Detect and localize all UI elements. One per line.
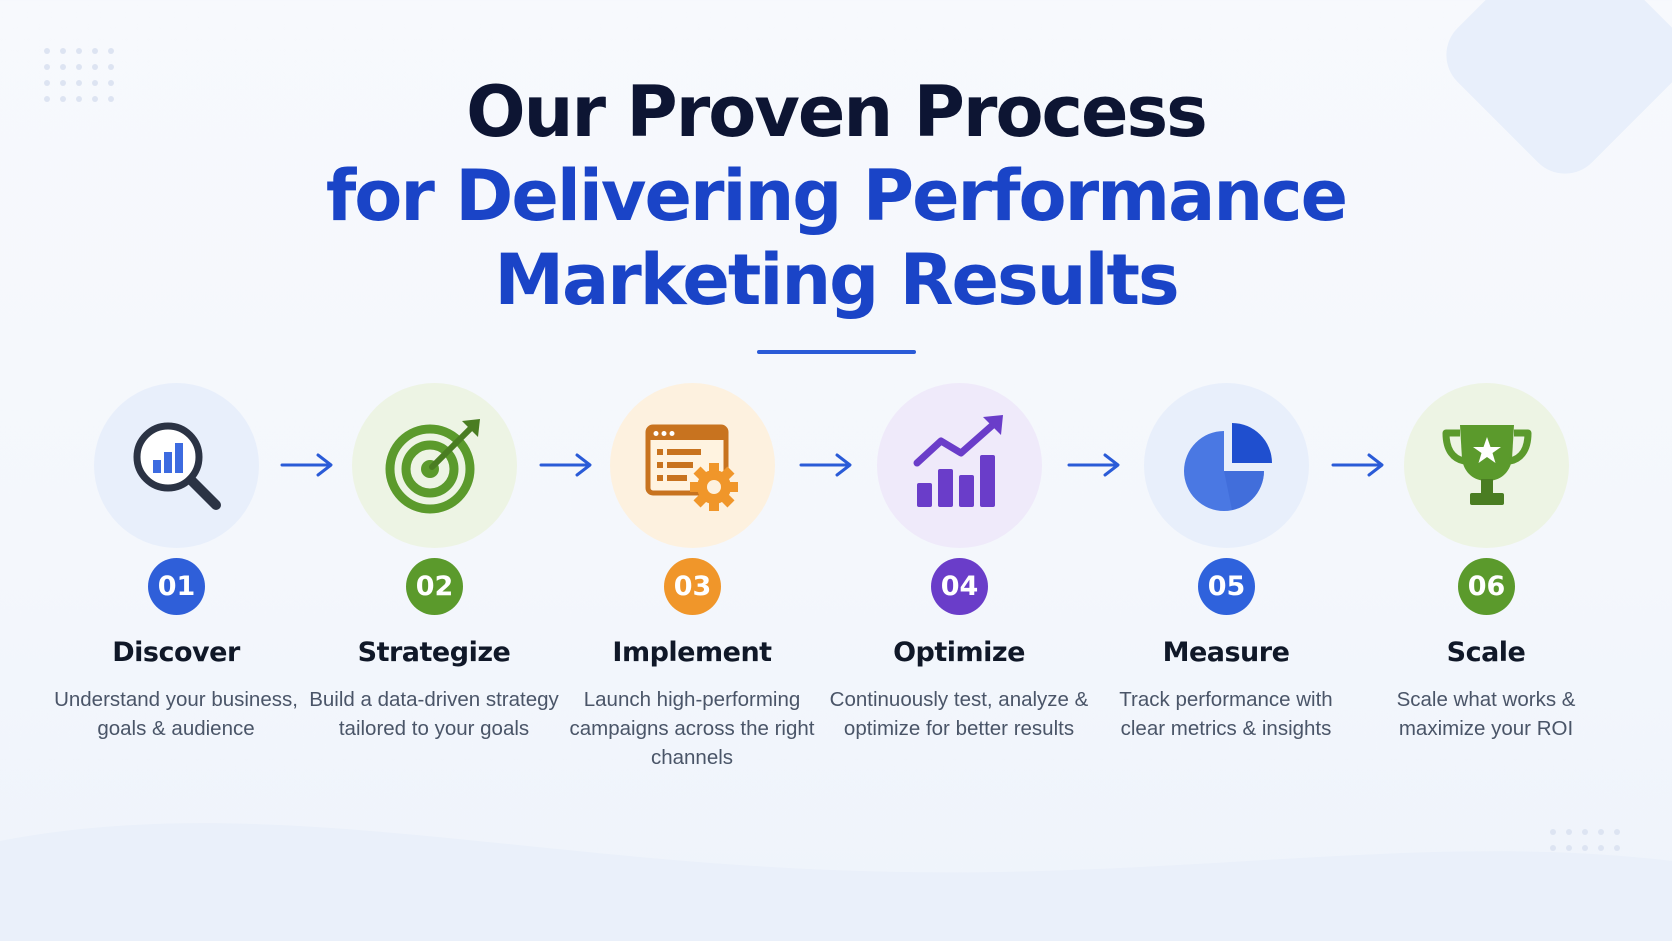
arrow-right-icon: [539, 453, 592, 477]
heading: Our Proven Process for Delivering Perfor…: [0, 70, 1672, 322]
step-description: Track performance with clear metrics & i…: [1119, 688, 1333, 740]
decorative-dot: [1582, 845, 1588, 851]
step-number-badge: 01: [148, 558, 205, 615]
step-number-badge: 04: [931, 558, 988, 615]
decorative-dot: [1614, 829, 1620, 835]
decorative-dot: [44, 80, 50, 86]
step-title: Discover: [112, 637, 240, 668]
trophy-icon: [1442, 424, 1531, 505]
decorative-dot: [44, 96, 50, 102]
title-line-2: for Delivering Performance: [325, 155, 1348, 237]
decorative-dot: [76, 48, 82, 54]
decorative-dot: [108, 96, 114, 102]
step-title: Scale: [1446, 637, 1526, 668]
decorative-dot: [60, 80, 66, 86]
decorative-dot: [92, 80, 98, 86]
step-title: Strategize: [357, 637, 511, 668]
decorative-dot: [1566, 845, 1572, 851]
pie-chart-icon: [1183, 422, 1272, 511]
step-title: Measure: [1162, 637, 1290, 668]
arrow-right-icon: [280, 453, 333, 477]
decorative-dot: [1550, 829, 1556, 835]
step-description: Scale what works & maximize your ROI: [1396, 688, 1576, 740]
arrow-right-icon: [1331, 453, 1384, 477]
decorative-dot: [1550, 845, 1556, 851]
decorative-dot: [1566, 829, 1572, 835]
step-icon-circle: [1144, 383, 1309, 548]
decorative-dot: [92, 64, 98, 70]
decorative-dot: [92, 96, 98, 102]
growth-bars-icon: [913, 414, 1003, 507]
step-title: Optimize: [893, 637, 1025, 668]
step-icon-circle: [352, 383, 517, 548]
decorative-dot: [60, 96, 66, 102]
title-line-3: Marketing Results: [494, 239, 1179, 321]
step-number-badge: 05: [1198, 558, 1255, 615]
magnifier-chart-icon: [133, 422, 221, 510]
step-title: Implement: [612, 637, 772, 668]
step-icon-circle: [1404, 383, 1569, 548]
decorative-dots-top-left: [44, 48, 114, 102]
arrow-right-icon: [799, 453, 852, 477]
step-number-badge: 06: [1458, 558, 1515, 615]
step-description: Build a data-driven strategy tailored to…: [309, 688, 559, 740]
step-description: Launch high-performing campaigns across …: [569, 688, 815, 769]
title-line-1: Our Proven Process: [466, 71, 1208, 153]
step-number-badge: 03: [664, 558, 721, 615]
decorative-dot: [44, 48, 50, 54]
decorative-dot: [76, 80, 82, 86]
step-icon-circle: [94, 383, 259, 548]
step-icon-circle: [877, 383, 1042, 548]
browser-gear-icon: [645, 424, 738, 511]
decorative-dot: [1582, 829, 1588, 835]
title-underline: [757, 350, 916, 354]
decorative-wave: [0, 823, 1672, 941]
decorative-dot: [108, 64, 114, 70]
decorative-dot: [60, 48, 66, 54]
decorative-dot: [108, 80, 114, 86]
step-icon-circle: [610, 383, 775, 548]
decorative-dot: [1614, 845, 1620, 851]
arrow-right-icon: [1067, 453, 1120, 477]
step-description: Understand your business, goals & audien…: [54, 688, 298, 740]
decorative-dot: [92, 48, 98, 54]
decorative-dot: [1598, 829, 1604, 835]
decorative-dot: [1598, 845, 1604, 851]
target-arrow-icon: [385, 418, 480, 513]
decorative-dot: [76, 96, 82, 102]
decorative-dot: [60, 64, 66, 70]
decorative-dot: [108, 48, 114, 54]
step-number-badge: 02: [406, 558, 463, 615]
decorative-dot: [44, 64, 50, 70]
step-description: Continuously test, analyze & optimize fo…: [829, 688, 1089, 740]
decorative-dot: [76, 64, 82, 70]
